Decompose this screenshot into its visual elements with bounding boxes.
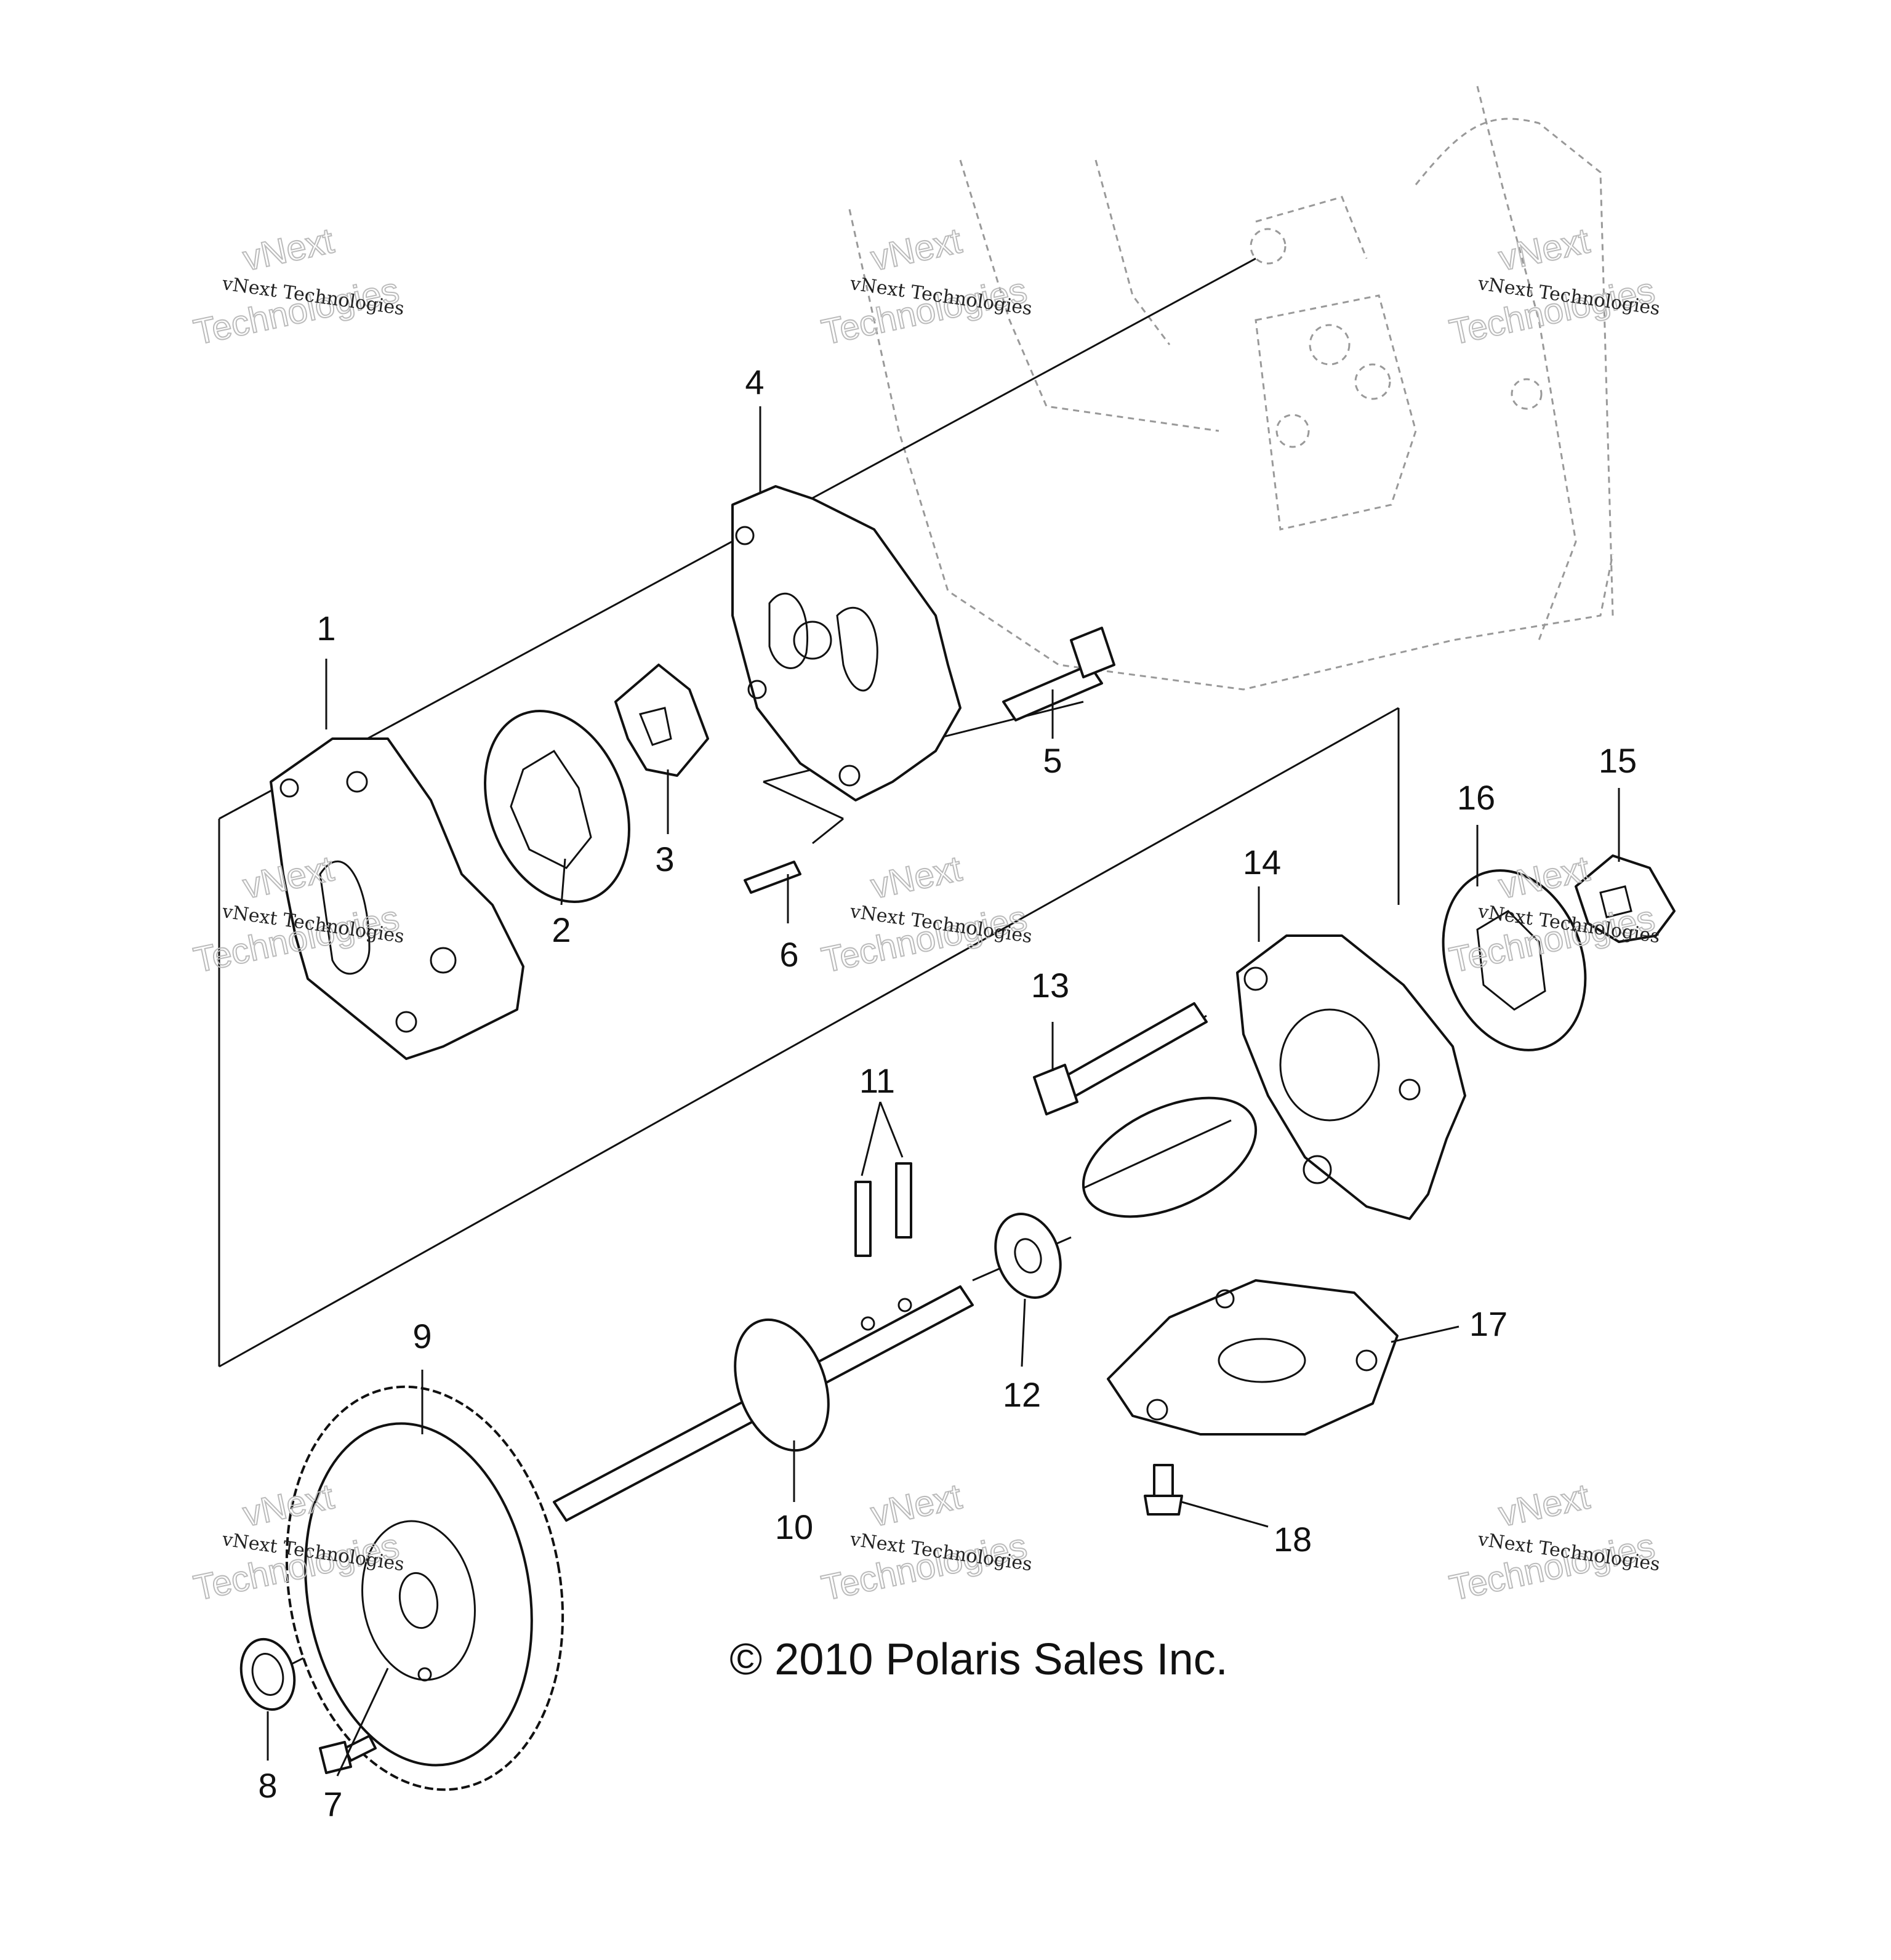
- drive-gear-9: [285, 1385, 564, 1791]
- screen-plate-17: [1107, 1279, 1399, 1436]
- callout-18: 18: [1274, 1520, 1312, 1559]
- watermark-bottom-center: vNext Technologies vNext Technologies: [817, 1476, 1034, 1609]
- svg-text:vNext: vNext: [1495, 220, 1593, 278]
- callout-13: 13: [1031, 966, 1069, 1005]
- pins-11: [854, 1162, 912, 1257]
- callout-2: 2: [552, 910, 571, 949]
- outer-rotor-16: [1442, 869, 1587, 1051]
- pump-housing-plate-1: [270, 737, 524, 1060]
- svg-text:vNext: vNext: [1495, 1476, 1593, 1534]
- leader-lines: [267, 406, 1620, 1777]
- inner-rotor-3: [614, 664, 709, 777]
- svg-text:vNext: vNext: [867, 1476, 965, 1534]
- pump-shaft-10: [553, 1285, 974, 1522]
- callout-9: 9: [412, 1317, 432, 1356]
- copyright-notice: © 2010 Polaris Sales Inc.: [729, 1635, 1227, 1684]
- callout-16: 16: [1457, 778, 1495, 817]
- callout-3: 3: [655, 840, 674, 878]
- screw-18: [1144, 1464, 1183, 1516]
- oil-pickup-screen: [1082, 1096, 1258, 1218]
- callout-12: 12: [1003, 1375, 1041, 1414]
- callout-10: 10: [775, 1508, 813, 1546]
- svg-text:vNext: vNext: [867, 848, 965, 906]
- watermark-middle-center: vNext Technologies vNext Technologies: [817, 848, 1034, 981]
- callout-14: 14: [1243, 843, 1281, 882]
- callout-1: 1: [316, 609, 335, 648]
- dowel-pin-6: [744, 861, 801, 894]
- bolt-5: [1002, 627, 1115, 721]
- pump-cover-14: [1236, 934, 1466, 1220]
- outer-rotor-2: [484, 710, 630, 903]
- watermark-bottom-right: vNext Technologies vNext Technologies: [1445, 1476, 1661, 1609]
- pump-body-plate-4: [731, 485, 962, 801]
- engine-case-outline: [848, 86, 1614, 691]
- bolt-7: [319, 1735, 377, 1774]
- callout-8: 8: [258, 1766, 277, 1805]
- washer-8: [239, 1637, 296, 1711]
- callout-4: 4: [745, 363, 764, 401]
- washer-12: [994, 1213, 1062, 1299]
- callout-labels: 1 2 3 4 5 6 7 8 9 10 11 12 13 14 15 16 1…: [258, 363, 1637, 1823]
- svg-text:vNext: vNext: [867, 220, 965, 278]
- callout-5: 5: [1043, 741, 1062, 780]
- long-bolt-13: [1033, 1002, 1208, 1115]
- watermark-top-center: vNext Technologies vNext Technologies: [817, 220, 1034, 353]
- callout-7: 7: [323, 1785, 342, 1823]
- callout-11: 11: [859, 1061, 895, 1100]
- svg-text:vNext: vNext: [239, 220, 337, 278]
- callout-6: 6: [779, 935, 798, 974]
- callout-17: 17: [1469, 1304, 1508, 1343]
- callout-15: 15: [1599, 741, 1637, 780]
- watermark-top-left: vNext Technologies vNext Technologies: [190, 220, 406, 353]
- watermark-top-right: vNext Technologies vNext Technologies: [1445, 220, 1661, 353]
- svg-text:vNext: vNext: [1495, 848, 1593, 906]
